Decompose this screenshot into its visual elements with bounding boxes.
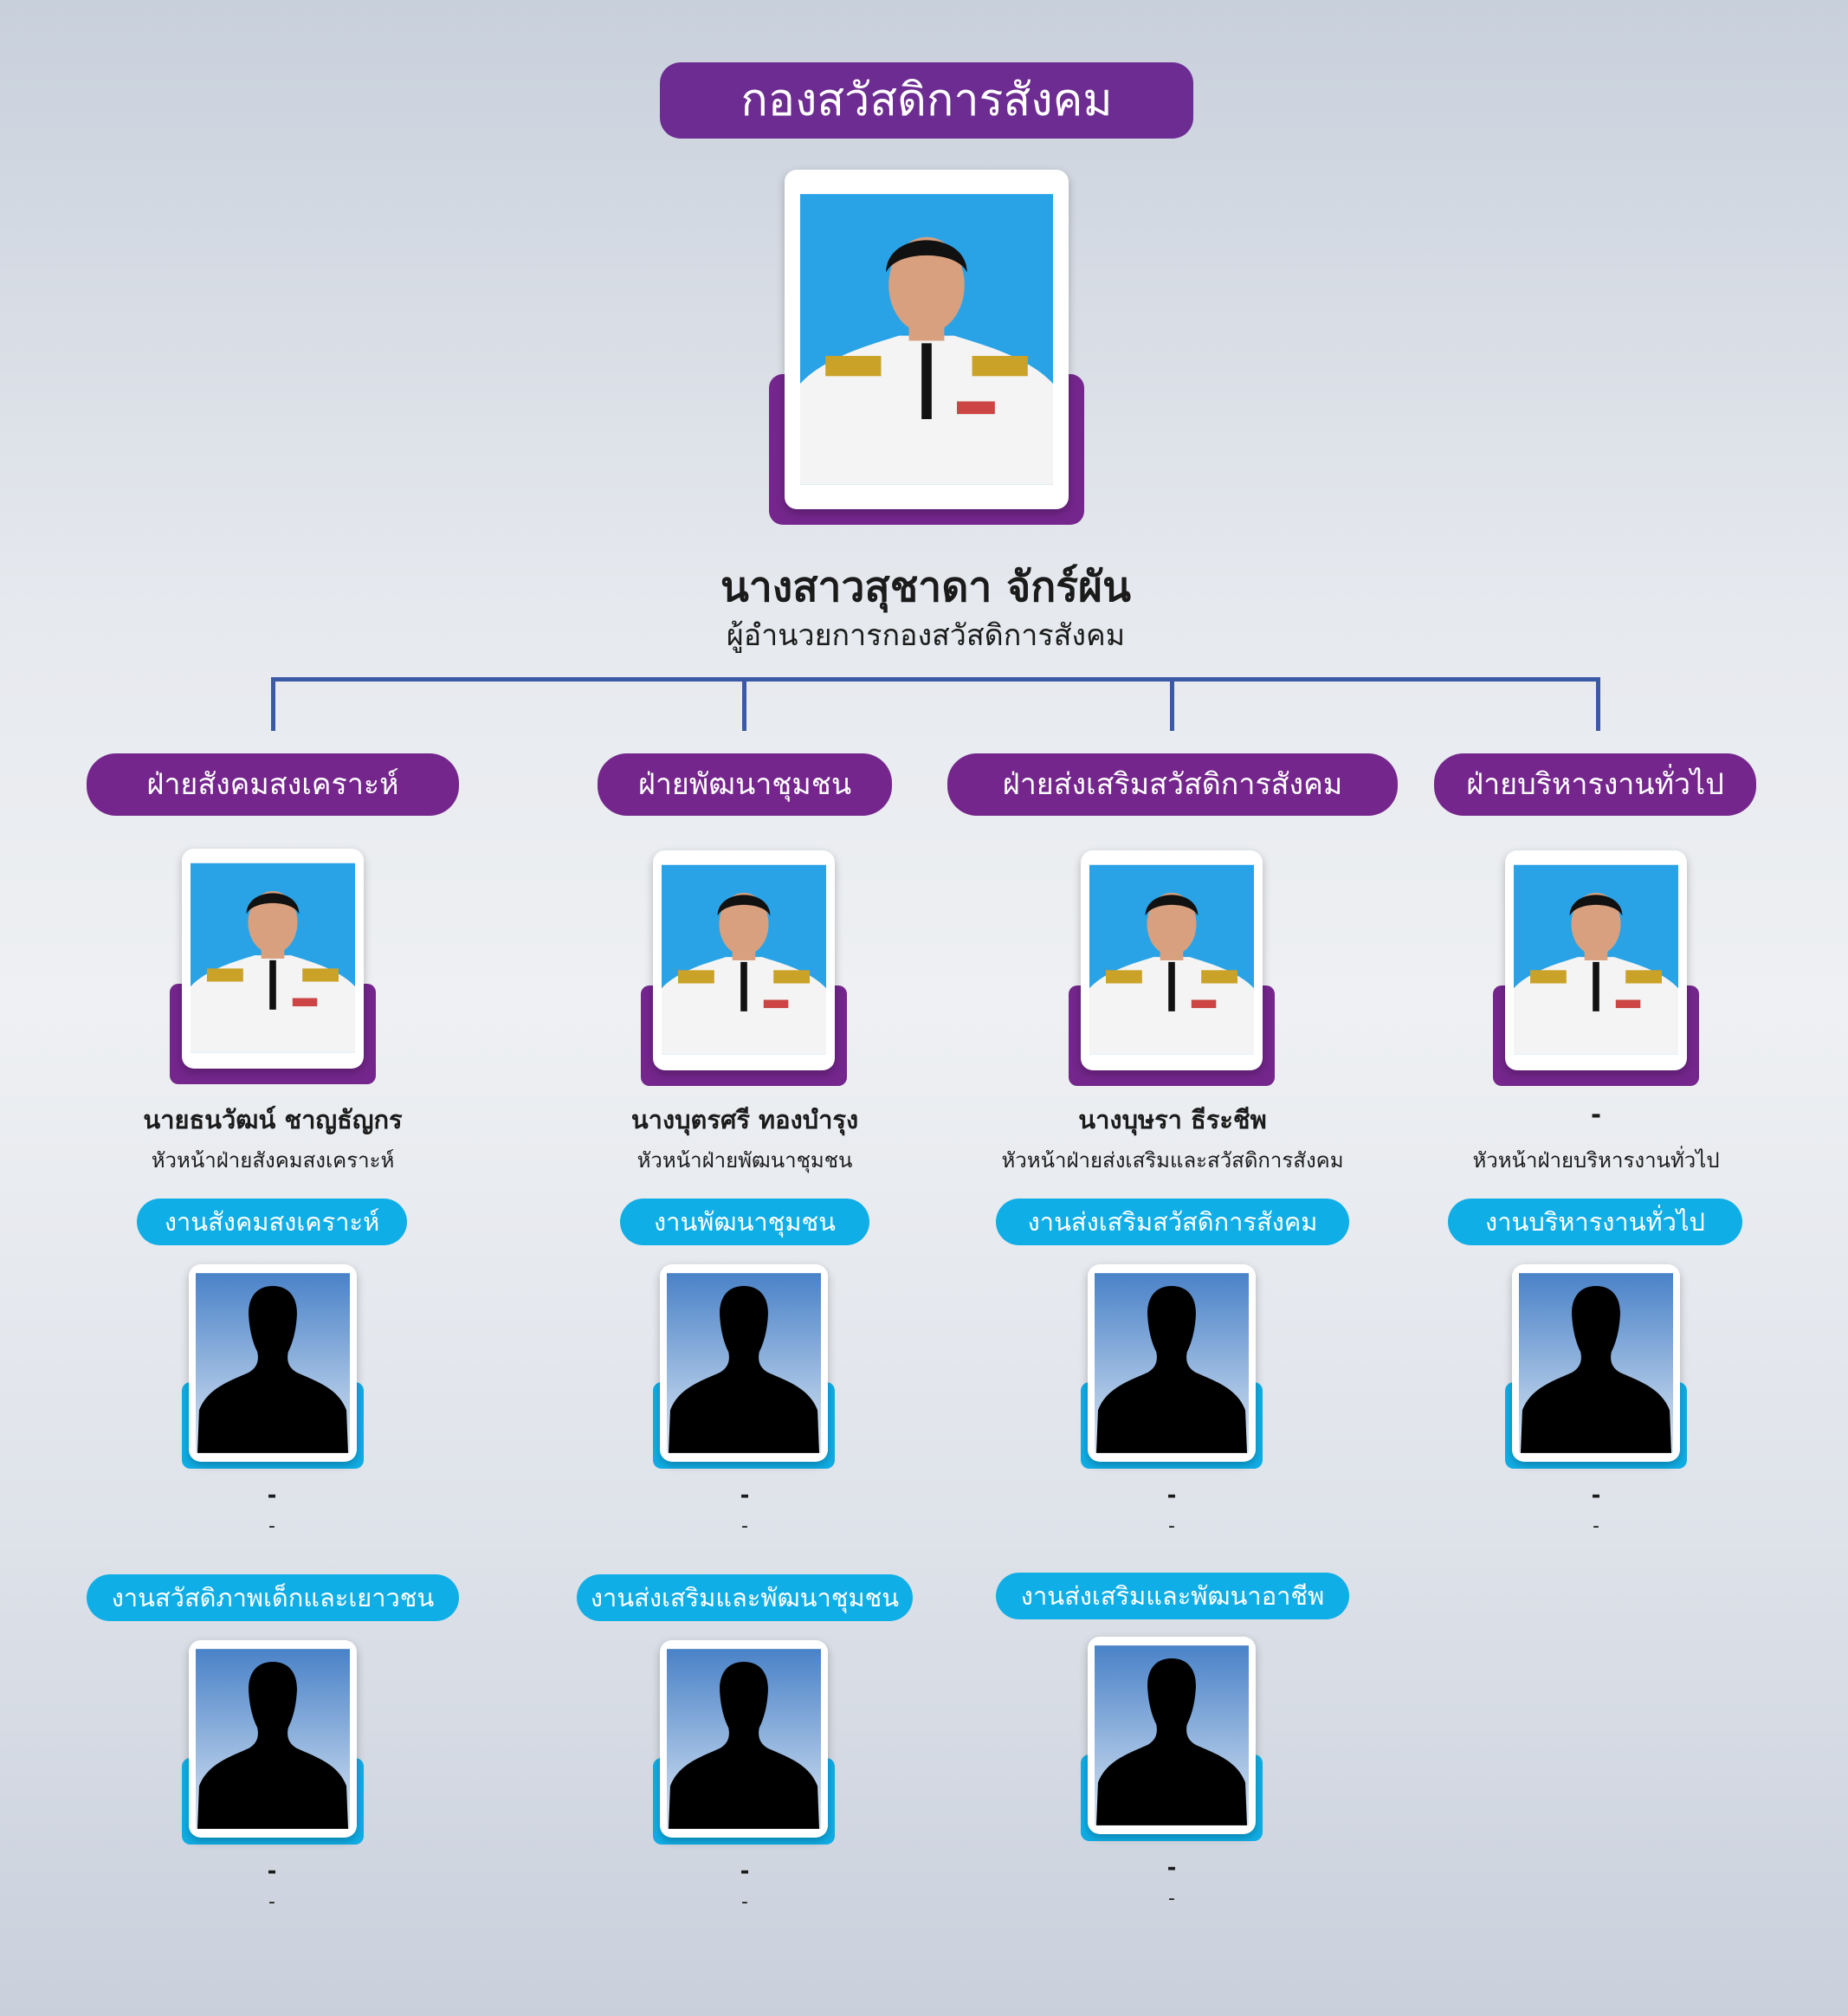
staff-name: - [267,1483,277,1509]
division-head-position: หัวหน้าฝ่ายบริหารงานทั่วไป [1472,1148,1720,1173]
staff-silhouette-photo [1095,1271,1249,1455]
division-head-photo [191,857,355,1058]
division-label: ฝ่ายส่งเสริมสวัสดิการสังคม [947,753,1398,816]
division-label: ฝ่ายสังคมสงเคราะห์ [87,753,459,816]
staff-photo-frame [1505,1264,1687,1469]
division-head-photo-frame [1493,850,1699,1086]
staff-position: - [268,1515,275,1537]
staff-position: - [268,1891,275,1913]
staff-photo-frame [182,1264,364,1469]
division-head-name: นางบุษรา ธีระชีพ [1078,1105,1267,1134]
unit-label: งานบริหารงานทั่วไป [1448,1199,1742,1245]
staff-name: - [740,1483,750,1509]
division-head-photo-frame [641,850,847,1086]
division-head-name: - [1590,1100,1602,1129]
division-head-photo [1089,859,1254,1060]
unit-label: งานส่งเสริมและพัฒนาชุมชน [577,1574,913,1621]
division-head-position: หัวหน้าฝ่ายพัฒนาชุมชน [636,1148,853,1173]
director-photo [800,185,1053,494]
division-label: ฝ่ายพัฒนาชุมชน [598,753,892,816]
staff-name: - [740,1858,750,1884]
staff-name: - [267,1858,277,1884]
staff-silhouette-photo [196,1647,350,1831]
unit-label: งานส่งเสริมและพัฒนาอาชีพ [996,1573,1349,1619]
unit-label: งานสังคมสงเคราะห์ [137,1199,407,1245]
staff-position: - [1168,1515,1175,1537]
staff-photo-frame [1081,1637,1263,1841]
staff-position: - [741,1515,748,1537]
division-head-position: หัวหน้าฝ่ายส่งเสริมและสวัสดิการสังคม [1001,1148,1344,1173]
connector-drop-4 [1596,677,1600,731]
staff-photo-frame [1081,1264,1263,1469]
page-title: กองสวัสดิการสังคม [660,62,1193,139]
division-head-photo-frame [1069,850,1275,1086]
connector-drop-3 [1170,677,1174,731]
staff-silhouette-photo [196,1271,350,1455]
division-head-photo [662,859,826,1060]
unit-label: งานพัฒนาชุมชน [620,1199,869,1245]
division-head-photo-frame [170,849,376,1084]
division-label: ฝ่ายบริหารงานทั่วไป [1434,753,1756,816]
unit-label: งานส่งเสริมสวัสดิการสังคม [996,1199,1349,1245]
connector-horizontal [271,677,1600,682]
director-position: ผู้อำนวยการกองสวัสดิการสังคม [726,618,1126,653]
staff-photo-frame [653,1640,835,1845]
staff-silhouette-photo [667,1271,821,1455]
staff-name: - [1166,1483,1177,1509]
director-photo-frame [769,170,1084,525]
division-head-name: นางบุตรศรี ทองบำรุง [630,1105,859,1134]
staff-position: - [741,1891,748,1913]
division-head-photo [1514,859,1678,1060]
staff-name: - [1166,1855,1177,1881]
director-name: นางสาวสุชาดา จักร์ผัน [720,563,1131,611]
unit-label: งานสวัสดิภาพเด็กและเยาวชน [87,1574,459,1621]
connector-drop-2 [742,677,746,731]
division-head-position: หัวหน้าฝ่ายสังคมสงเคราะห์ [151,1148,395,1173]
staff-name: - [1591,1483,1601,1509]
staff-silhouette-photo [1095,1644,1249,1827]
staff-photo-frame [653,1264,835,1469]
staff-photo-frame [182,1640,364,1845]
division-head-name: นายธนวัฒน์ ชาญธัญกร [143,1105,403,1134]
connector-drop-1 [271,677,275,731]
staff-silhouette-photo [667,1647,821,1831]
staff-position: - [1168,1888,1175,1909]
staff-silhouette-photo [1519,1271,1673,1455]
staff-position: - [1593,1515,1599,1537]
